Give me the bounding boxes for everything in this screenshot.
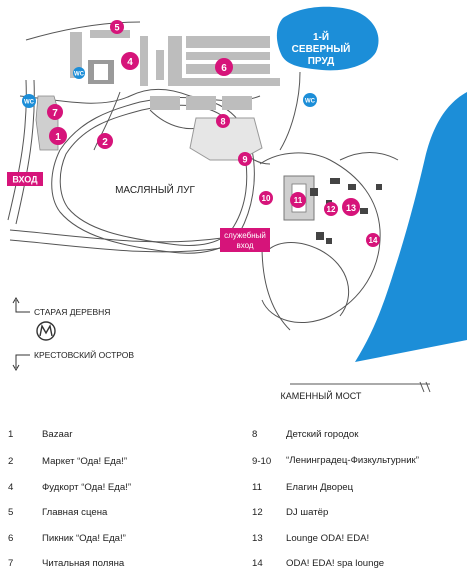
park-map: WC WC WC 5 4 6 7 1 2 8 9 10 11 12 13 14 … — [7, 6, 467, 401]
svg-text:1-Й: 1-Й — [313, 30, 329, 43]
bridge-label: КАМЕННЫЙ МОСТ — [281, 390, 362, 401]
metro-icon — [36, 321, 56, 341]
legend-text: Маркет “Ода! Еда!” — [42, 456, 128, 467]
svg-text:WC: WC — [74, 72, 85, 78]
svg-text:вход: вход — [236, 241, 253, 250]
legend-number: 1 — [8, 429, 14, 440]
map-marker-1[interactable]: 1 — [49, 127, 67, 145]
map-marker-8[interactable]: 8 — [216, 114, 230, 128]
svg-text:10: 10 — [262, 194, 271, 203]
svg-text:8: 8 — [220, 117, 225, 127]
map-marker-12[interactable]: 12 — [324, 202, 338, 216]
legend-number: 14 — [252, 558, 263, 569]
svg-text:13: 13 — [346, 203, 356, 213]
svg-text:2: 2 — [102, 137, 108, 148]
legend-number: 13 — [252, 533, 263, 544]
meadow-label: МАСЛЯНЫЙ ЛУГ — [115, 183, 195, 196]
old-village-label: СТАРАЯ ДЕРЕВНЯ — [34, 307, 110, 317]
legend-text: “Ленинградец-Физкультурник” — [286, 455, 419, 466]
svg-text:WC: WC — [24, 100, 35, 106]
legend-text: DJ шатёр — [286, 507, 329, 518]
legend-number: 7 — [8, 558, 14, 569]
legend-text: Читальная поляна — [42, 558, 125, 569]
svg-text:1: 1 — [55, 132, 61, 143]
svg-text:4: 4 — [127, 57, 133, 68]
service-entrance-label[interactable]: служебный вход — [220, 228, 270, 252]
arrow-up-icon — [12, 297, 30, 313]
north-pond — [276, 6, 379, 71]
wc-markers: WC WC WC — [22, 67, 317, 108]
pond-label: 1-Й СЕВЕРНЫЙ ПРУД — [292, 30, 351, 67]
map-marker-7[interactable]: 7 — [47, 104, 63, 120]
svg-text:ПРУД: ПРУД — [308, 56, 335, 67]
map-marker-2[interactable]: 2 — [97, 133, 113, 149]
svg-text:6: 6 — [221, 63, 227, 74]
svg-text:WC: WC — [305, 99, 316, 105]
svg-text:12: 12 — [327, 205, 336, 214]
svg-text:9: 9 — [242, 155, 247, 165]
map-marker-9[interactable]: 9 — [238, 152, 252, 166]
legend-number: 2 — [8, 456, 14, 467]
legend-text: Фудкорт “Ода! Еда!” — [42, 482, 132, 493]
legend-text: ODA! EDA! spa lounge — [286, 558, 385, 569]
legend-number: 11 — [252, 482, 262, 493]
map-marker-10[interactable]: 10 — [259, 191, 273, 205]
legend-text: Пикник “Ода! Еда!” — [42, 533, 126, 544]
svg-text:11: 11 — [294, 196, 303, 205]
wc-icon: WC — [303, 93, 317, 107]
wc-icon: WC — [22, 94, 36, 108]
legend-number: 12 — [252, 507, 263, 518]
legend-text: Lounge ODA! EDA! — [286, 533, 370, 544]
krestovsky-label: КРЕСТОВСКИЙ ОСТРОВ — [34, 349, 134, 360]
legend-number: 9-10 — [252, 456, 272, 467]
legend-number: 6 — [8, 533, 14, 544]
legend-text: Детский городок — [286, 429, 359, 440]
entrance-label[interactable]: ВХОД — [7, 172, 43, 186]
location-markers: 5 4 6 7 1 2 8 9 10 11 12 13 14 — [47, 20, 380, 247]
stone-bridge — [290, 381, 431, 393]
wc-icon: WC — [73, 67, 85, 79]
legend-number: 8 — [252, 429, 258, 440]
svg-text:7: 7 — [52, 108, 58, 119]
map-marker-4[interactable]: 4 — [121, 52, 139, 70]
legend-number: 5 — [8, 507, 14, 518]
svg-text:ВХОД: ВХОД — [12, 175, 38, 185]
legend-text: Главная сцена — [42, 507, 108, 518]
map-marker-13[interactable]: 13 — [342, 198, 360, 216]
map-marker-6[interactable]: 6 — [215, 58, 233, 76]
svg-text:служебный: служебный — [224, 231, 266, 240]
map-marker-14[interactable]: 14 — [366, 233, 380, 247]
svg-text:14: 14 — [369, 236, 378, 245]
legend-number: 4 — [8, 482, 14, 493]
arrow-down-icon — [12, 354, 30, 371]
legend-text: Елагин Дворец — [286, 482, 354, 493]
river — [355, 92, 467, 362]
legend: 1 Bazaar 2 Маркет “Ода! Еда!” 4 Фудкорт “Од… — [0, 418, 467, 578]
map-marker-11[interactable]: 11 — [290, 192, 306, 208]
svg-text:5: 5 — [114, 23, 119, 33]
map-marker-5[interactable]: 5 — [110, 20, 124, 34]
svg-text:СЕВЕРНЫЙ: СЕВЕРНЫЙ — [292, 42, 351, 55]
legend-text: Bazaar — [42, 429, 73, 440]
